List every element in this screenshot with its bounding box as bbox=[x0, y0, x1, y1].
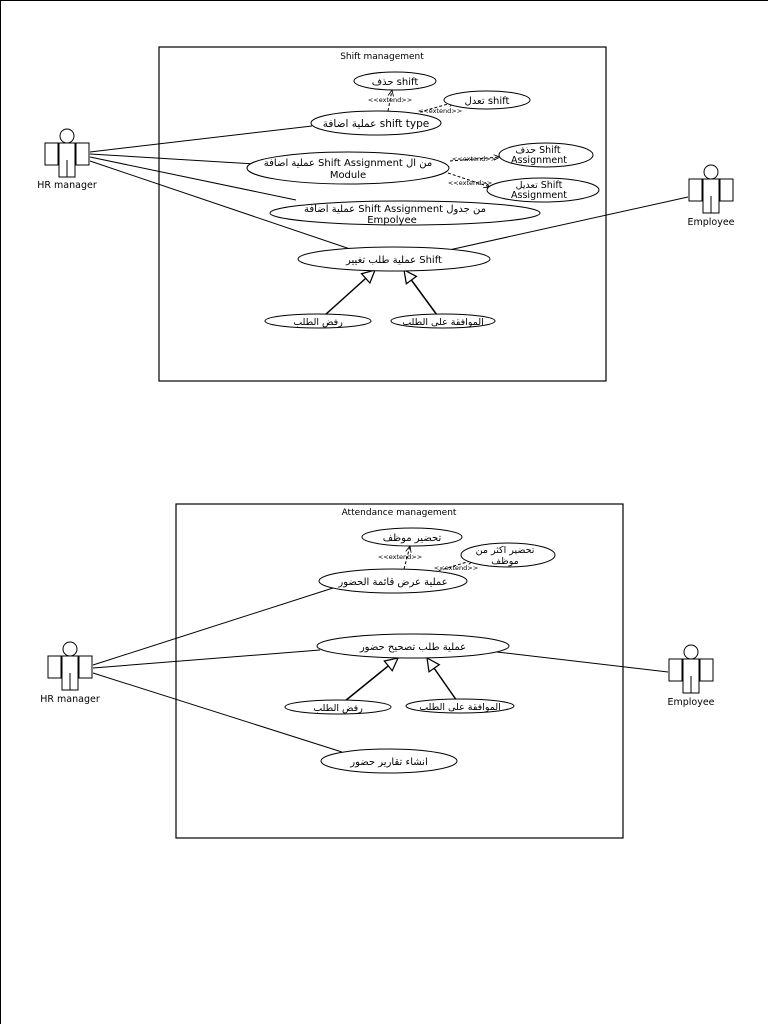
generalizations bbox=[324, 270, 438, 316]
attendance-management-diagram: Attendance management <<extend>> <<exten… bbox=[40, 503, 715, 839]
svg-text:رفض الطلب: رفض الطلب bbox=[313, 703, 363, 714]
svg-text:تحضير اكثر من: تحضير اكثر من bbox=[476, 545, 535, 556]
usecase-approve-request[interactable]: الموافقة على الطلب bbox=[390, 313, 496, 329]
extend-label: <<extend>> bbox=[434, 564, 478, 572]
svg-text:حذف shift: حذف shift bbox=[372, 77, 419, 88]
associations bbox=[92, 587, 669, 753]
svg-text:Assignment: Assignment bbox=[511, 155, 567, 166]
svg-text:حذف Shift: حذف Shift bbox=[515, 145, 561, 156]
usecase-add-shift-assignment-employee[interactable]: عملية اضافة Shift Assignment من جدول Emp… bbox=[269, 200, 541, 226]
extend-label: <<extend>> bbox=[448, 179, 492, 187]
extend-label: <<extend>> bbox=[452, 155, 496, 163]
usecase-reject-request[interactable]: رفض الطلب bbox=[284, 699, 392, 715]
svg-text:الموافقة على الطلب: الموافقة على الطلب bbox=[419, 702, 501, 713]
usecase-create-attendance-reports[interactable]: انشاء تقارير حضور bbox=[320, 748, 458, 774]
svg-text:عملية طلب تغيير Shift: عملية طلب تغيير Shift bbox=[345, 255, 442, 266]
usecase-shift-change-request[interactable]: عملية طلب تغيير Shift bbox=[297, 246, 491, 272]
usecase-mark-multiple-employees[interactable]: تحضير اكثر من موظف bbox=[460, 542, 556, 568]
usecase-reject-request[interactable]: رفض الطلب bbox=[264, 313, 372, 329]
svg-text:عملية اضافة Shift Assignment م: عملية اضافة Shift Assignment من جدول bbox=[304, 204, 486, 215]
svg-text:Empolyee: Empolyee bbox=[367, 215, 417, 226]
svg-text:تعدل shift: تعدل shift bbox=[465, 96, 510, 107]
svg-text:Assignment: Assignment bbox=[511, 190, 567, 201]
usecase-approve-request[interactable]: الموافقة على الطلب bbox=[405, 698, 515, 714]
usecase-edit-shift-assignment[interactable]: تعديل Shift Assignment bbox=[486, 177, 600, 203]
system-boundary bbox=[175, 503, 624, 839]
system-boundary bbox=[158, 46, 607, 382]
svg-text:رفض الطلب: رفض الطلب bbox=[293, 317, 343, 328]
svg-text:عملية اضافة shift type: عملية اضافة shift type bbox=[323, 118, 429, 130]
actor-employee[interactable]: Employee bbox=[667, 644, 715, 708]
svg-text:Module: Module bbox=[330, 170, 366, 181]
generalizations bbox=[344, 658, 458, 702]
extend-label: <<extend>> bbox=[368, 96, 412, 104]
svg-text:تحضير موظف: تحضير موظف bbox=[383, 533, 442, 544]
actor-label: Employee bbox=[667, 697, 714, 708]
usecase-mark-employee[interactable]: تحضير موظف bbox=[361, 527, 463, 547]
extend-label: <<extend>> bbox=[378, 553, 422, 561]
extend-relations: <<extend>> <<extend>> bbox=[378, 546, 478, 573]
usecase-delete-shift[interactable]: حذف shift bbox=[353, 71, 437, 91]
svg-text:عملية اضافة Shift Assignment م: عملية اضافة Shift Assignment من ال bbox=[264, 158, 432, 169]
actor-employee[interactable]: Employee bbox=[687, 164, 735, 228]
usecase-attendance-correction-request[interactable]: عملية طلب تصحيح حضور bbox=[316, 633, 510, 659]
actor-hr-manager[interactable]: HR manager bbox=[40, 641, 100, 705]
actor-label: HR manager bbox=[37, 180, 97, 191]
actor-label: HR manager bbox=[40, 694, 100, 705]
system-title: Shift management bbox=[340, 52, 424, 62]
svg-text:انشاء تقارير حضور: انشاء تقارير حضور bbox=[349, 757, 427, 768]
svg-text:عملية طلب تصحيح حضور: عملية طلب تصحيح حضور bbox=[359, 642, 466, 653]
usecase-edit-shift[interactable]: تعدل shift bbox=[443, 90, 531, 110]
actor-hr-manager[interactable]: HR manager bbox=[37, 128, 97, 191]
extend-label: <<extend>> bbox=[418, 107, 462, 115]
svg-text:الموافقة على الطلب: الموافقة على الطلب bbox=[402, 317, 484, 328]
usecase-add-shift-type[interactable]: عملية اضافة shift type bbox=[310, 110, 442, 136]
usecase-view-attendance-list[interactable]: عملية عرض قائمة الحضور bbox=[318, 568, 468, 594]
associations bbox=[89, 125, 689, 253]
usecase-delete-shift-assignment[interactable]: حذف Shift Assignment bbox=[498, 142, 594, 168]
svg-text:موظف: موظف bbox=[491, 556, 518, 567]
svg-text:عملية عرض قائمة الحضور: عملية عرض قائمة الحضور bbox=[337, 577, 447, 588]
shift-management-diagram: Shift management <<extend>> <<extend>> <… bbox=[37, 46, 735, 382]
usecase-add-shift-assignment-module[interactable]: عملية اضافة Shift Assignment من ال Modul… bbox=[246, 151, 450, 185]
system-title: Attendance management bbox=[342, 508, 457, 518]
actor-label: Employee bbox=[687, 217, 734, 228]
svg-text:تعديل Shift: تعديل Shift bbox=[516, 180, 563, 191]
